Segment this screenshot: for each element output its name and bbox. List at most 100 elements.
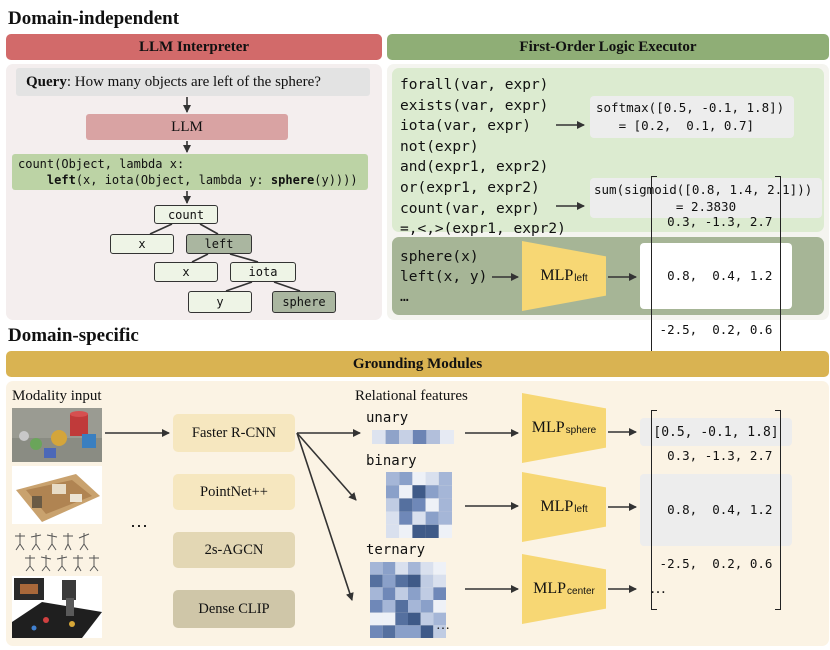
- feature-cell: [425, 511, 439, 525]
- feature-cell: [382, 587, 396, 600]
- ternary-dots: …: [436, 618, 450, 633]
- softmax-result: = [0.2, 0.1, 0.7]: [596, 118, 755, 133]
- feature-cell: [438, 498, 452, 512]
- feature-cell: [433, 562, 446, 575]
- feature-cell: [420, 574, 434, 588]
- feature-cell: [408, 587, 421, 600]
- concept-sphere: sphere(x): [400, 249, 479, 265]
- feature-cell: [425, 472, 439, 486]
- llm-box: LLM: [86, 114, 288, 140]
- feature-cell: [408, 562, 421, 575]
- feature-cell: [412, 524, 426, 538]
- feature-cell: [425, 485, 439, 499]
- feature-cell: [438, 511, 452, 525]
- op-exists: exists(var, expr): [400, 97, 549, 114]
- feature-cell: [386, 485, 400, 499]
- faster-rcnn-module: Faster R-CNN: [173, 414, 295, 452]
- feature-cell: [420, 625, 434, 638]
- feature-cell: [395, 625, 408, 638]
- tree-node-left: left: [186, 234, 252, 254]
- feature-cell: [408, 574, 421, 588]
- program-line-2: left(x, iota(Object, lambda y: sphere(y)…: [46, 173, 358, 187]
- feature-cell: [386, 511, 400, 525]
- dense-clip-module: Dense CLIP: [173, 590, 295, 628]
- grounding-modules-banner: Grounding Modules: [6, 351, 829, 377]
- modality-input-label: Modality input: [12, 388, 102, 404]
- query-box: Query: How many objects are left of the …: [16, 68, 370, 96]
- ternary-feature-grid: [370, 562, 446, 638]
- feature-cell: [399, 485, 413, 499]
- feature-cell: [420, 587, 434, 600]
- concept-list: sphere(x) left(x, y) …: [400, 247, 487, 307]
- op-iota: iota(var, expr): [400, 118, 531, 135]
- ternary-output-ellipsis: …: [650, 580, 666, 597]
- executor-matrix: 0.3, -1.3, 2.7 0.8, 0.4, 1.2 -2.5, 0.2, …: [650, 176, 782, 376]
- op-count: count(var, expr): [400, 200, 540, 217]
- unary-feature-grid: [372, 430, 454, 444]
- feature-cell: [399, 498, 413, 512]
- softmax-output-box: softmax([0.5, -0.1, 1.8]) = [0.2, 0.1, 0…: [590, 96, 794, 138]
- tree-node-x-arg: x: [154, 262, 218, 282]
- feature-cell: [433, 600, 446, 613]
- op-not: not(expr): [400, 138, 479, 155]
- relational-features-label: Relational features: [355, 388, 468, 404]
- tree-node-x: x: [110, 234, 174, 254]
- op-and: and(expr1, expr2): [400, 159, 549, 176]
- feature-cell: [425, 498, 439, 512]
- feature-cell: [370, 587, 383, 600]
- program-line-1: count(Object, lambda x:: [18, 157, 185, 171]
- feature-cell: [433, 612, 446, 626]
- tree-node-sphere: sphere: [272, 291, 336, 313]
- room-scan-image: [12, 466, 102, 524]
- feature-cell: [370, 612, 383, 626]
- feature-cell: [382, 562, 396, 575]
- robot-scene-image: [12, 576, 102, 638]
- binary-output-box: 0.3, -1.3, 2.7 0.8, 0.4, 1.2 -2.5, 0.2, …: [640, 410, 792, 610]
- feature-cell: [386, 498, 400, 512]
- feature-cell: [420, 612, 434, 626]
- feature-cell: [438, 524, 452, 538]
- feature-cell: [395, 600, 408, 613]
- tree-node-y: y: [188, 291, 252, 313]
- feature-cell: [420, 600, 434, 613]
- op-compare: =,<,>(expr1, expr2): [400, 221, 566, 238]
- feature-cell: [438, 472, 452, 486]
- feature-cell: [386, 524, 400, 538]
- feature-cell: [382, 600, 396, 613]
- agcn-module: 2s-AGCN: [173, 532, 295, 568]
- feature-cell: [395, 612, 408, 626]
- concept-left: left(x, y): [400, 269, 488, 285]
- modality-ellipsis: ⋯: [130, 516, 148, 536]
- feature-cell: [382, 612, 396, 626]
- feature-cell: [399, 472, 413, 486]
- query-label: Query: [26, 73, 67, 90]
- program-left-keyword: left: [46, 173, 76, 187]
- feature-cell: [433, 587, 446, 600]
- feature-ternary-label: ternary: [366, 542, 426, 558]
- unary-output-box: [0.5, -0.1, 1.8]: [640, 418, 792, 446]
- op-or: or(expr1, expr2): [400, 179, 540, 196]
- feature-cell: [382, 574, 396, 588]
- feature-cell: [370, 574, 383, 588]
- executor-matrix-box: 0.3, -1.3, 2.7 0.8, 0.4, 1.2 -2.5, 0.2, …: [640, 176, 792, 376]
- llm-interpreter-banner: LLM Interpreter: [6, 34, 382, 60]
- feature-cell: [408, 625, 421, 638]
- pointnet-module: PointNet++: [173, 474, 295, 510]
- feature-cell: [425, 524, 439, 538]
- skeleton-sequence-image: [14, 530, 102, 572]
- program-box: count(Object, lambda x: left(x, iota(Obj…: [12, 154, 368, 190]
- feature-cell: [412, 498, 426, 512]
- sum-output-box: sum(sigmoid([0.8, 1.4, 2.1])) = 2.3830: [590, 178, 822, 218]
- feature-cell: [370, 562, 383, 575]
- feature-cell: [433, 625, 446, 638]
- feature-cell: [433, 574, 446, 588]
- feature-unary-label: unary: [366, 410, 409, 426]
- feature-cell: [408, 612, 421, 626]
- query-text: : How many objects are left of the spher…: [66, 73, 321, 90]
- clevr-scene-image: [12, 408, 102, 462]
- feature-binary-label: binary: [366, 453, 417, 469]
- domain-specific-title: Domain-specific: [8, 325, 139, 346]
- feature-cell: [438, 485, 452, 499]
- tree-node-iota: iota: [230, 262, 296, 282]
